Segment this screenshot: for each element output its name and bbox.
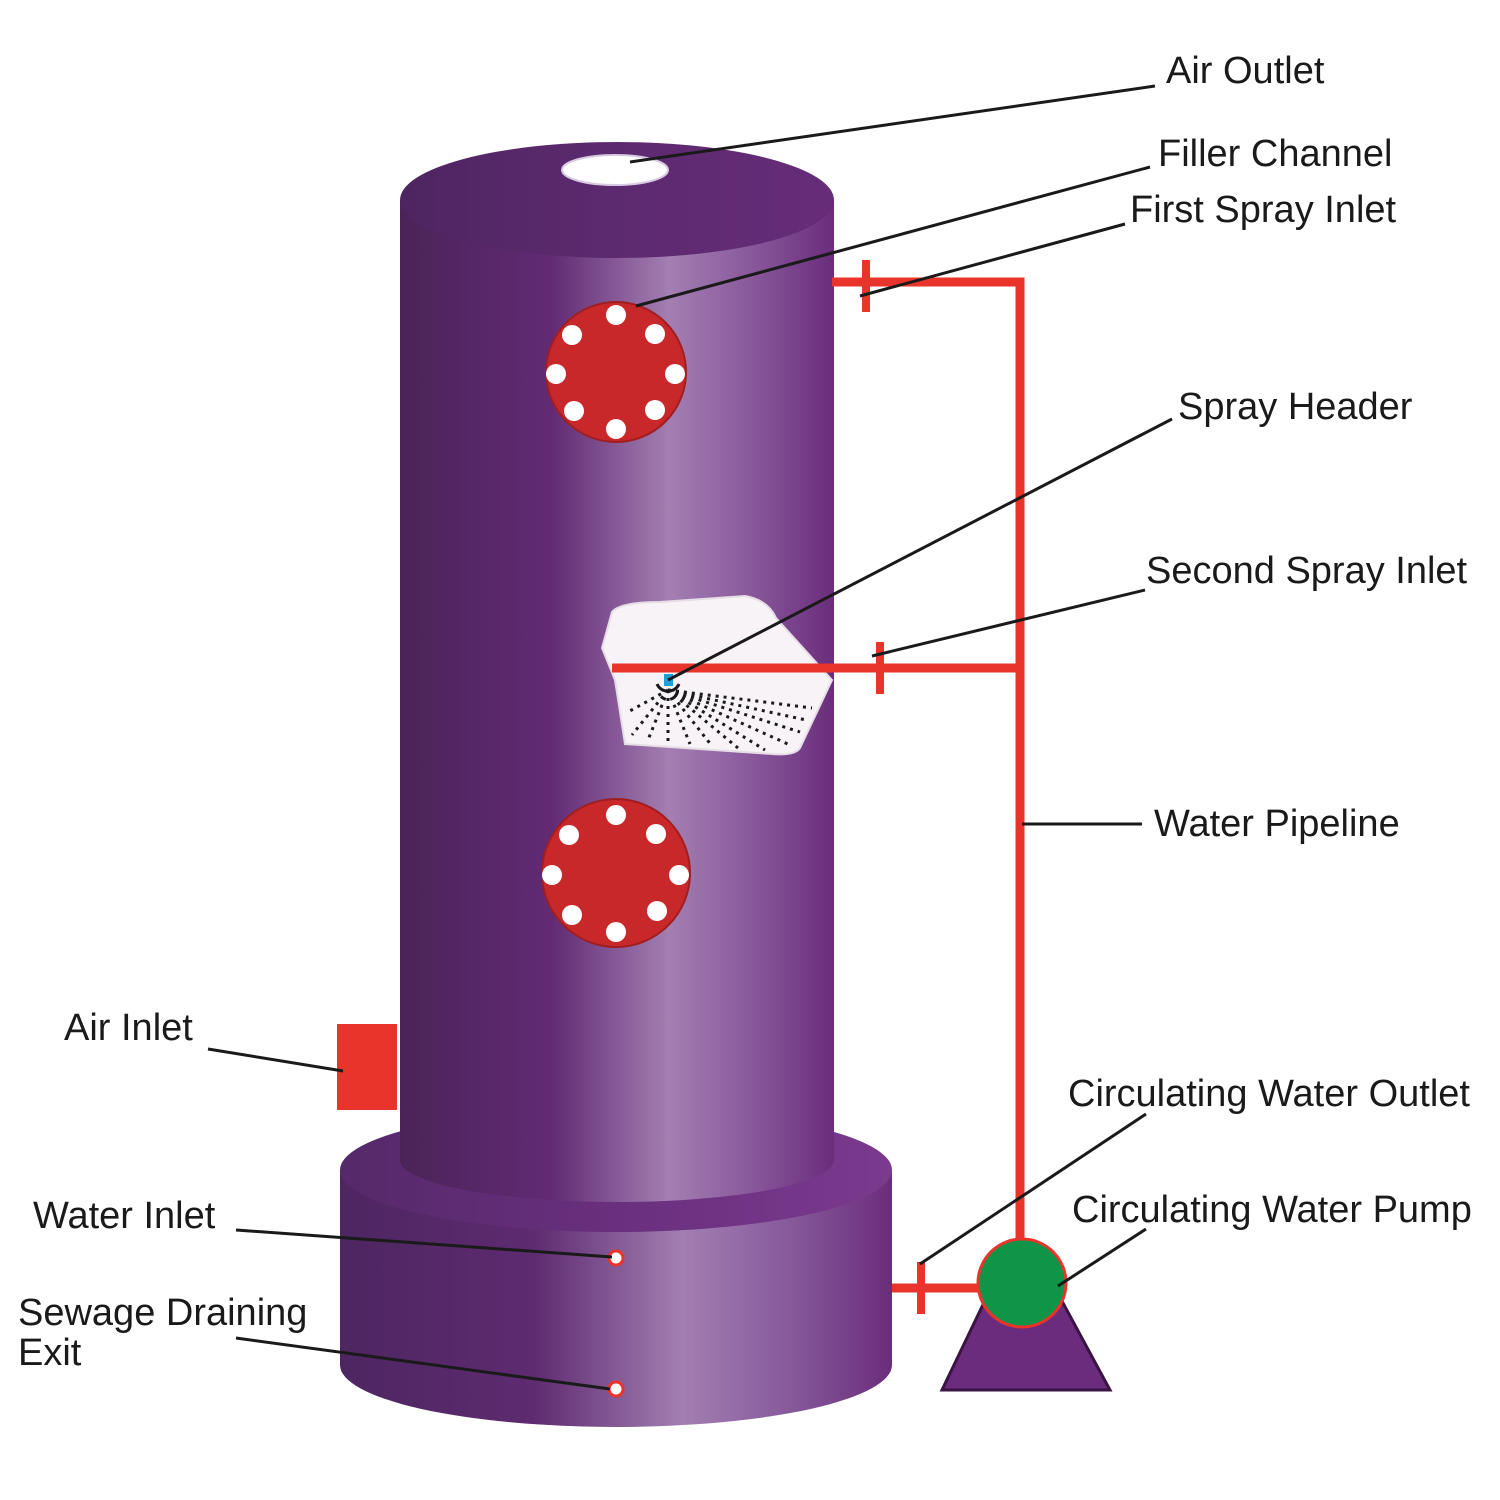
label-circulating-water-pump: Circulating Water Pump [1072,1189,1472,1231]
label-water-inlet: Water Inlet [33,1195,216,1237]
label-sewage-draining-exit-line1: Sewage Draining [18,1292,307,1334]
filler-channel-flange [545,301,687,443]
labels: Air Outlet Filler Channel First Spray In… [18,50,1472,1374]
scrubber-vessel [340,142,892,1427]
label-air-inlet: Air Inlet [64,1007,193,1049]
label-circulating-water-outlet: Circulating Water Outlet [1068,1073,1470,1115]
leader-circulating-water-pump [1057,1227,1147,1288]
label-filler-channel: Filler Channel [1158,133,1392,175]
air-outlet-opening [561,154,669,186]
label-water-pipeline: Water Pipeline [1154,803,1400,845]
flange-bolt [546,364,566,384]
leader-lines [207,84,1173,1391]
water-pipeline [832,277,1025,1280]
spray-pattern [627,688,813,752]
flange-bolt [542,865,562,885]
leader-air-inlet [207,1047,344,1073]
flange-bolt [562,905,582,925]
leader-sewage-draining-exit [235,1336,611,1391]
flange-bolt [606,805,626,825]
air-inlet-box [337,1024,397,1110]
vessel-top-cap [400,142,834,258]
spray-cutaway-window [600,594,834,756]
flange-bolt [645,324,665,344]
lower-flange [541,798,691,948]
circulating-water-pump [939,1237,1113,1392]
flange-bolt [559,825,579,845]
sewage-draining-exit-port [607,1380,625,1398]
flange-bolt [606,922,626,942]
flange-bolt [645,400,665,420]
flange-bolt [606,305,626,325]
vessel-column [400,200,834,1202]
flange-bolt [647,901,667,921]
label-air-outlet: Air Outlet [1166,50,1325,92]
flange-bolt [606,419,626,439]
flange-bolt [669,865,689,885]
flange-bolt [562,325,582,345]
leader-first-spray-inlet [859,222,1126,298]
leader-spray-header [667,417,1173,682]
label-spray-header: Spray Header [1178,386,1413,428]
flange-bolt [646,824,666,844]
leader-air-outlet [629,84,1156,164]
label-sewage-draining-exit-line2: Exit [18,1332,82,1374]
flange-bolt [564,401,584,421]
leader-filler-channel [635,165,1151,308]
vessel-base [340,1170,892,1427]
flange-bolt [665,364,685,384]
water-piping [612,260,1025,1314]
leader-water-inlet [235,1228,613,1259]
leader-circulating-water-outlet [919,1112,1147,1266]
pump-body [976,1237,1068,1329]
label-second-spray-inlet: Second Spray Inlet [1146,550,1468,592]
label-first-spray-inlet: First Spray Inlet [1130,189,1397,231]
leader-second-spray-inlet [871,588,1146,658]
